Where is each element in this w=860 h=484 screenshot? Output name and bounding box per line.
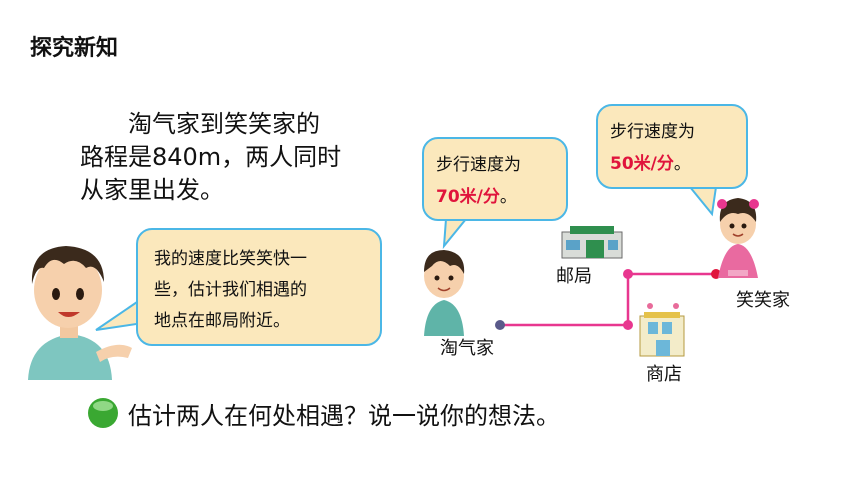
boy-speech-bubble: 我的速度比笑笑快一 些，估计我们相遇的 地点在邮局附近。 <box>136 228 382 346</box>
taoqi-character-icon <box>424 250 465 336</box>
shop-label: 商店 <box>646 364 682 385</box>
taoqi-home-marker <box>495 320 505 330</box>
boy-bubble-line-1: 我的速度比笑笑快一 <box>154 249 307 269</box>
taoqi-bubble-line-1: 步行速度为 <box>436 155 521 175</box>
taoqi-speech-bubble: 步行速度为 70米/分。 <box>422 137 568 221</box>
xiaoxiao-bubble-line-1: 步行速度为 <box>610 122 695 142</box>
problem-line-1: 淘气家到笑笑家的 <box>128 110 320 138</box>
boy-bubble-line-2: 些，估计我们相遇的 <box>154 280 307 300</box>
green-bullet-icon <box>88 398 118 428</box>
shop-junction-marker <box>623 320 633 330</box>
xiaoxiao-bubble-tail <box>687 186 718 217</box>
xiaoxiao-bubble-end: 。 <box>673 154 691 174</box>
taoqi-speed: 70米/分 <box>436 187 500 207</box>
question-text: 估计两人在何处相遇？说一说你的想法。 <box>128 402 560 430</box>
section-title: 探究新知 <box>30 36 119 61</box>
problem-statement: 淘气家到笑笑家的 路程是840m，两人同时 从家里出发。 <box>80 108 380 207</box>
problem-line-3: 从家里出发。 <box>80 176 224 204</box>
post-office-icon <box>561 226 623 259</box>
boy-bubble-line-3: 地点在邮局附近。 <box>154 311 290 331</box>
xiaoxiao-speed: 50米/分 <box>610 154 674 174</box>
xiaoxiao-speech-bubble: 步行速度为 50米/分。 <box>596 104 748 189</box>
taoqi-home-label: 淘气家 <box>440 338 494 359</box>
taoqi-bubble-end: 。 <box>499 187 517 207</box>
boy-character-icon <box>28 246 132 380</box>
post-office-marker <box>623 269 633 279</box>
xiaoxiao-character-icon <box>717 198 759 278</box>
post-office-label: 邮局 <box>556 266 592 287</box>
problem-line-2: 路程是840m，两人同时 <box>80 143 342 171</box>
taoqi-bubble-tail <box>442 218 469 250</box>
xiaoxiao-home-label: 笑笑家 <box>736 290 790 311</box>
route-line <box>500 272 716 327</box>
shop-icon <box>639 303 685 357</box>
